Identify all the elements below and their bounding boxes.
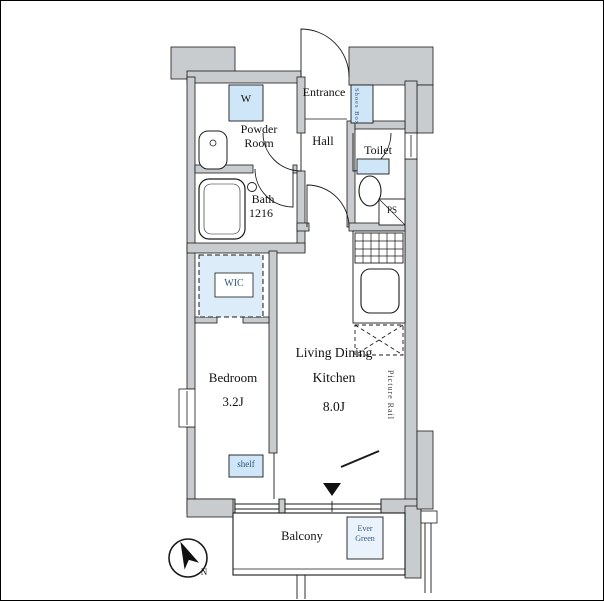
toilet-window [404, 132, 418, 160]
vanity-sink [198, 130, 228, 170]
wall-bedroom-ldk [268, 250, 278, 454]
label-planting-line2: Green [355, 534, 375, 543]
wall-wic-bedroom-left [194, 316, 218, 324]
drain-pipe [420, 510, 438, 593]
wall-right-upper [404, 80, 418, 134]
label-ldk-size: 8.0J [322, 399, 346, 414]
label-bath-size: 1216 [249, 206, 273, 220]
label-bedroom-size: 3.2J [222, 394, 244, 409]
kitchen-sink [360, 268, 400, 314]
wall-top [186, 70, 302, 84]
toilet-bowl [358, 175, 382, 207]
label-powder-line1: Powder [240, 122, 278, 136]
label-compass-north: N [200, 567, 208, 577]
label-hall: Hall [312, 134, 334, 148]
label-ldk-line1: Living Dining [295, 345, 373, 360]
wic-area [198, 254, 264, 318]
kitchen-counter [352, 230, 406, 324]
wall-toilet-top [354, 120, 406, 130]
label-balcony: Balcony [281, 529, 323, 543]
bedroom-side-window [178, 388, 196, 428]
north-arrow-icon [180, 541, 200, 570]
label-ps: PS [386, 205, 398, 215]
planting-box [346, 516, 384, 560]
toilet-tank [356, 158, 390, 175]
entry-triangle-marker [323, 483, 341, 496]
wall-right-pillar [416, 84, 434, 134]
wall-bath-hall [296, 170, 306, 252]
doors [254, 28, 392, 499]
wall-left-upper [186, 76, 196, 390]
wall-powder-bath-stub [292, 164, 298, 174]
wall-balcony-left-block [186, 498, 234, 518]
shoes-box [350, 84, 374, 124]
label-wic: WIC [224, 278, 244, 289]
wall-hall-toilet [346, 120, 356, 228]
ldk-balcony-window [284, 499, 382, 513]
refrigerator-space [354, 324, 404, 356]
label-picture-rail: Picture Rail [385, 370, 395, 420]
stove [354, 232, 404, 264]
washing-machine [228, 84, 264, 122]
powder-room-door-arc [262, 132, 302, 172]
label-bedroom: Bedroom [208, 370, 258, 385]
label-shelf: shelf [237, 459, 255, 469]
pipe-space [378, 198, 406, 226]
label-toilet: Toilet [364, 143, 392, 157]
wall-balcony-right [404, 505, 422, 579]
label-bath: Bath [251, 192, 275, 206]
label-planting-line1: Ever [357, 524, 373, 533]
wall-top-right-block [348, 46, 434, 86]
fixtures [198, 84, 438, 593]
wall-right-main [404, 158, 418, 512]
wall-right-outer-lower [416, 430, 434, 510]
entrance-door-arc [300, 28, 350, 78]
label-entrance: Entrance [302, 85, 346, 99]
bath-faucet [247, 182, 257, 192]
bathtub [198, 178, 257, 240]
compass [168, 538, 208, 578]
window-panel-mark [340, 450, 380, 468]
bedroom-balcony-window [234, 499, 280, 513]
label-shoes-box: Shoes Box [353, 88, 361, 125]
hall-ldk-door-arc [306, 184, 350, 228]
wall-bath-wic [186, 242, 306, 254]
wall-wic-bedroom-right [242, 316, 270, 324]
label-powder-line2: Room [244, 136, 274, 150]
wall-hall-bottom-stub [296, 222, 310, 232]
wall-bottom-mid [278, 498, 286, 514]
toilet-fixture [356, 158, 390, 207]
label-ldk-line2: Kitchen [312, 370, 356, 385]
windows [178, 132, 418, 513]
label-washer: W [240, 93, 252, 105]
shelf-box [228, 454, 264, 478]
bath-door-arc [254, 168, 294, 208]
wall-structure [170, 46, 434, 579]
